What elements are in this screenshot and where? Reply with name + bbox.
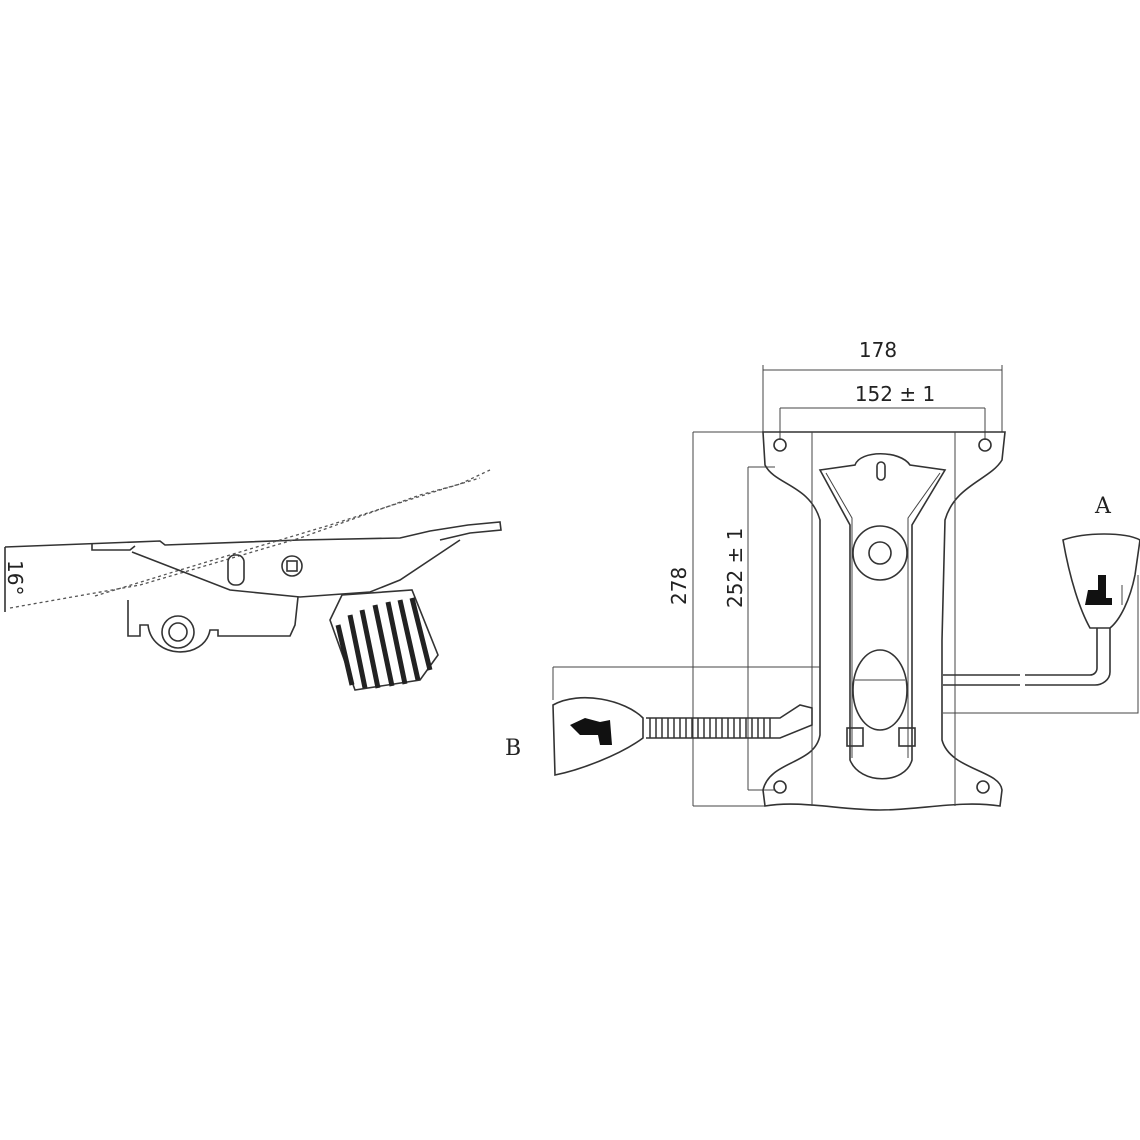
center-channel — [818, 453, 947, 780]
seat-plate-flange — [91, 543, 136, 551]
mechanism-body — [131, 539, 461, 598]
gas-lift-hole — [852, 525, 908, 581]
mount-hole — [976, 780, 990, 794]
lever-a-rod-base — [943, 674, 1020, 686]
hole-spacing-length-label: 252 ± 1 — [723, 528, 747, 608]
tilt-angle-label: 16° — [3, 560, 27, 595]
plate-inner-lines — [811, 432, 956, 806]
bearing-outer — [161, 615, 195, 649]
dim-line-lever-b — [552, 666, 820, 700]
width-overall-label: 178 — [859, 338, 897, 362]
lever-b-label: B — [505, 736, 521, 761]
bearing-inner — [168, 622, 188, 642]
seat-plate-tilted-2 — [94, 477, 481, 597]
side-view: 16° — [3, 469, 502, 691]
clip-left — [846, 727, 864, 747]
lever-a[interactable] — [943, 533, 1140, 686]
mount-hole — [773, 438, 787, 452]
mounting-plate — [762, 431, 1006, 811]
pivot-outer — [281, 555, 303, 577]
seat-plate-level — [4, 521, 502, 548]
clip-right — [898, 727, 916, 747]
slot — [227, 554, 245, 586]
dim-line-lever-a — [943, 575, 1139, 714]
tension-knob[interactable] — [329, 589, 439, 691]
tilt-lock-icon — [570, 718, 612, 745]
seat-plate-tilted — [9, 469, 491, 609]
lever-b[interactable] — [552, 696, 813, 776]
dim-line-278 — [692, 431, 765, 807]
top-view: 178 152 ± 1 278 252 ± 1 — [505, 338, 1140, 811]
dim-line-178 — [762, 365, 1003, 432]
oval-cutout — [852, 649, 908, 731]
mount-hole — [978, 438, 992, 452]
height-adjust-icon — [1085, 575, 1112, 605]
hole-spacing-width-label: 152 ± 1 — [855, 382, 935, 406]
gas-lift-center — [868, 541, 892, 565]
dim-line-252 — [747, 466, 775, 791]
mount-hole — [773, 780, 787, 794]
pivot-inner — [286, 560, 298, 572]
dim-line-152 — [779, 407, 986, 440]
channel-inner — [825, 472, 941, 758]
lever-b-spring — [646, 704, 813, 739]
lever-a-rod — [1025, 628, 1111, 686]
length-overall-label: 278 — [667, 567, 691, 605]
mechanism-base — [127, 596, 299, 653]
key-slot — [876, 461, 886, 481]
lever-a-label: A — [1094, 494, 1112, 519]
